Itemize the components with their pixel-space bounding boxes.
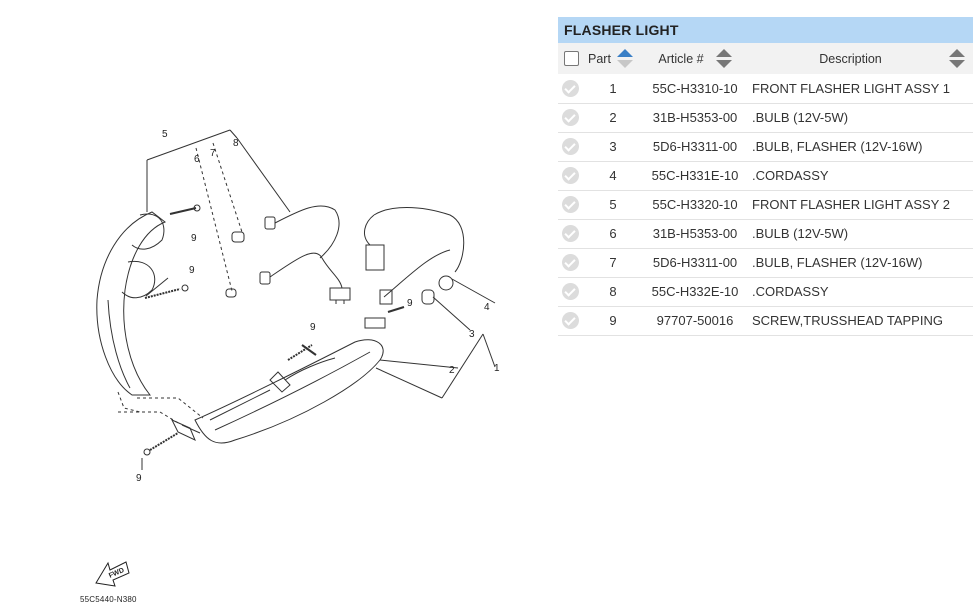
callout-8: 8 <box>233 138 239 149</box>
table-row[interactable]: 5 55C-H3320-10 FRONT FLASHER LIGHT ASSY … <box>558 190 973 219</box>
sort-part-icon[interactable] <box>616 48 633 69</box>
column-label-article: Article # <box>658 51 704 66</box>
cell-part: 1 <box>609 80 617 96</box>
table-row[interactable]: 2 31B-H5353-00 .BULB (12V-5W) <box>558 103 973 132</box>
cell-article: 55C-H332E-10 <box>651 284 739 299</box>
header-row: Part Article # Description <box>558 43 973 74</box>
cell-article: 97707-50016 <box>656 313 734 328</box>
panel-title: FLASHER LIGHT <box>558 17 973 43</box>
cell-part: 2 <box>609 110 617 125</box>
row-select-icon[interactable] <box>562 225 579 243</box>
column-label-part: Part <box>588 51 611 66</box>
table-row[interactable]: 4 55C-H331E-10 .CORDASSY <box>558 161 973 190</box>
select-all-header <box>558 43 588 74</box>
cell-part: 4 <box>609 168 617 183</box>
forward-arrow-icon: FWD <box>95 561 130 587</box>
table-row[interactable]: 1 55C-H3310-10 FRONT FLASHER LIGHT ASSY … <box>558 74 973 103</box>
callout-9-middle: 9 <box>189 265 195 276</box>
cell-article: 31B-H5353-00 <box>652 110 738 125</box>
sort-description-icon[interactable] <box>949 48 965 69</box>
row-select-icon[interactable] <box>562 109 579 127</box>
drawing-code: 55C5440-N380 <box>80 595 137 604</box>
column-header-part[interactable]: Part <box>588 43 638 74</box>
table-row[interactable]: 3 5D6-H3311-00 .BULB, FLASHER (12V-16W) <box>558 132 973 161</box>
column-header-description[interactable]: Description <box>752 43 973 74</box>
callout-4: 4 <box>484 302 490 313</box>
cell-part: 7 <box>609 255 617 270</box>
table-header: Part Article # Description <box>558 43 973 74</box>
callout-9-lower: 9 <box>310 322 316 333</box>
callout-7: 7 <box>210 148 216 159</box>
row-select-icon[interactable] <box>562 79 579 97</box>
cell-description: FRONT FLASHER LIGHT ASSY 1 <box>752 80 950 96</box>
row-select-icon[interactable] <box>562 196 579 214</box>
callout-9-right: 9 <box>407 298 413 309</box>
cell-part: 6 <box>609 226 617 241</box>
cell-description: .BULB (12V-5W) <box>752 110 849 125</box>
cell-article: 55C-H3320-10 <box>652 197 738 212</box>
table-row[interactable]: 7 5D6-H3311-00 .BULB, FLASHER (12V-16W) <box>558 248 973 277</box>
cell-description: .BULB (12V-5W) <box>752 226 849 241</box>
callout-2: 2 <box>449 365 455 376</box>
cell-article: 5D6-H3311-00 <box>652 255 738 270</box>
cell-description: .CORDASSY <box>752 168 829 183</box>
row-select-icon[interactable] <box>562 254 579 272</box>
diagram-drawing: 5 6 7 8 9 9 9 9 4 3 2 1 9 FWD <box>95 129 500 587</box>
callout-9-bottom: 9 <box>136 473 142 484</box>
cell-part: 5 <box>609 197 617 212</box>
cell-description: .BULB, FLASHER (12V-16W) <box>752 255 923 270</box>
cell-description: FRONT FLASHER LIGHT ASSY 2 <box>752 197 950 212</box>
callout-6: 6 <box>194 154 200 165</box>
row-select-icon[interactable] <box>562 138 579 156</box>
cell-description: .CORDASSY <box>752 284 829 299</box>
callout-5: 5 <box>162 129 168 140</box>
cell-article: 31B-H5353-00 <box>652 226 738 241</box>
column-label-description: Description <box>819 51 882 66</box>
table-row[interactable]: 6 31B-H5353-00 .BULB (12V-5W) <box>558 219 973 248</box>
cell-article: 55C-H3310-10 <box>652 80 738 96</box>
row-select-icon[interactable] <box>562 283 579 301</box>
table-row[interactable]: 8 55C-H332E-10 .CORDASSY <box>558 277 973 306</box>
cell-part: 9 <box>609 313 617 328</box>
exploded-diagram: 5 6 7 8 9 9 9 9 4 3 2 1 9 FWD 55C5440-N3… <box>80 129 500 604</box>
table-body: 1 55C-H3310-10 FRONT FLASHER LIGHT ASSY … <box>558 74 973 335</box>
cell-part: 3 <box>609 139 617 154</box>
table-row[interactable]: 9 97707-50016 SCREW,TRUSSHEAD TAPPING <box>558 306 973 335</box>
callout-3: 3 <box>469 329 475 340</box>
cell-article: 55C-H331E-10 <box>651 168 739 183</box>
parts-panel: FLASHER LIGHT Part <box>558 17 973 336</box>
cell-article: 5D6-H3311-00 <box>652 139 738 154</box>
select-all-checkbox[interactable] <box>564 51 579 67</box>
sort-article-icon[interactable] <box>715 48 732 69</box>
cell-description: SCREW,TRUSSHEAD TAPPING <box>752 313 943 328</box>
parts-table: Part Article # Description <box>558 43 973 336</box>
callout-9-upper: 9 <box>191 233 197 244</box>
cell-description: .BULB, FLASHER (12V-16W) <box>752 139 923 154</box>
callout-1: 1 <box>494 363 500 374</box>
column-header-article[interactable]: Article # <box>638 43 752 74</box>
row-select-icon[interactable] <box>562 312 579 330</box>
cell-part: 8 <box>609 284 617 299</box>
row-select-icon[interactable] <box>562 167 579 185</box>
